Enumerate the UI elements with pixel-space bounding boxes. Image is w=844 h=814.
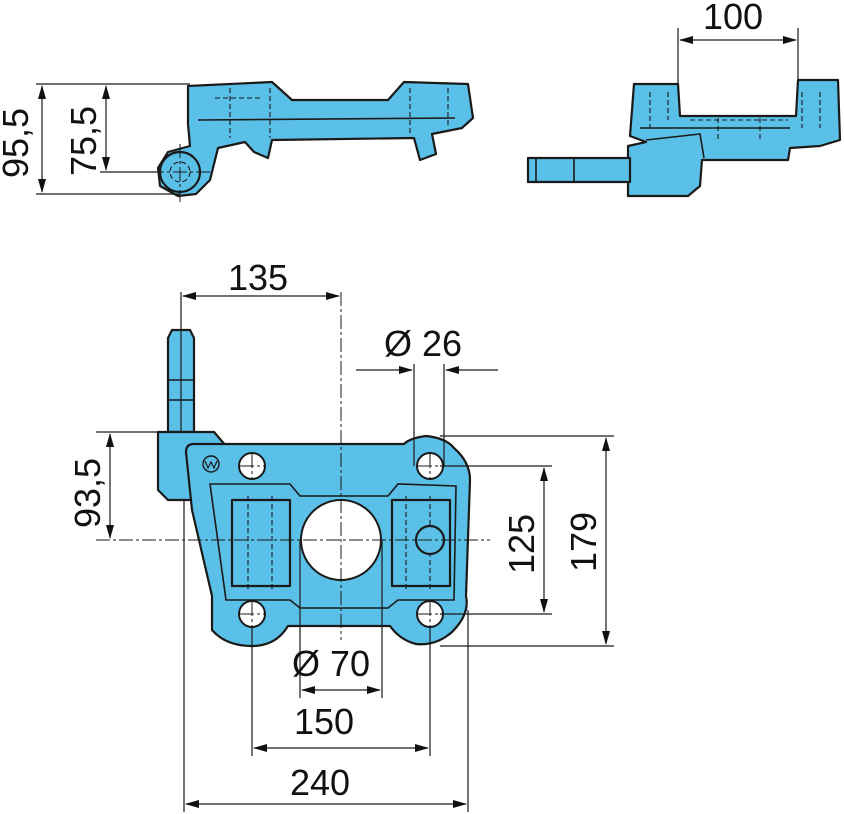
dim-inner-horizontal: 150 <box>294 701 354 742</box>
rear-view: 100 <box>526 0 842 198</box>
dim-side-height-pin: 75,5 <box>63 106 104 176</box>
dim-bore-diameter: Ø 70 <box>292 643 370 684</box>
dim-rear-width: 100 <box>703 0 763 37</box>
side-view: 95,5 75,5 <box>0 80 475 202</box>
dim-inner-vertical: 125 <box>501 514 542 574</box>
dim-outer-horizontal: 240 <box>290 762 350 803</box>
dim-side-height-total: 95,5 <box>0 108 36 178</box>
dim-pin-offset: 135 <box>228 257 288 298</box>
dim-outer-vertical: 179 <box>563 512 604 572</box>
plan-view <box>96 292 490 648</box>
rear-view-pin <box>526 156 632 184</box>
logo-mark-icon <box>202 455 220 473</box>
side-view-body <box>156 80 475 198</box>
dim-hole-diameter: Ø 26 <box>384 323 462 364</box>
rear-view-body <box>626 78 842 198</box>
plan-dimensions: 135 Ø 26 93,5 125 179 Ø 70 150 240 <box>67 257 614 812</box>
dim-pin-height: 93,5 <box>67 458 108 528</box>
